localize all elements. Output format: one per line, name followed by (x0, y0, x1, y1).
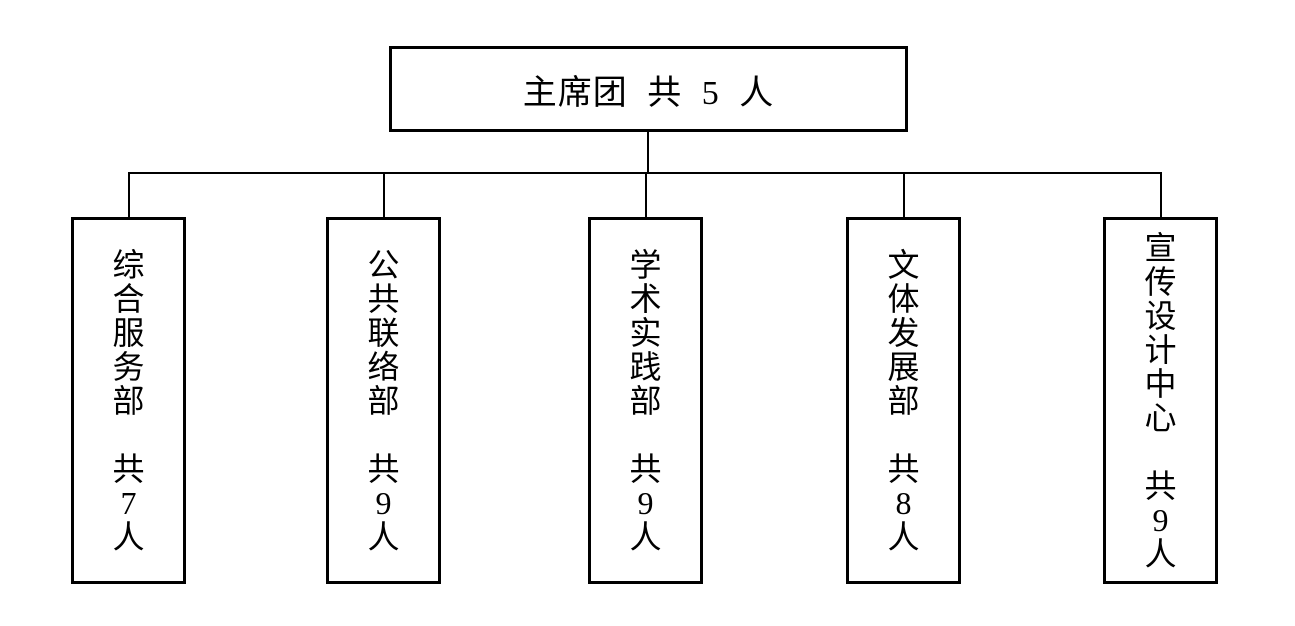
vertical-char: 中 (1144, 365, 1177, 402)
connector-drop-4 (903, 172, 905, 218)
vertical-char: 部 (112, 382, 145, 419)
org-node-presidium: 主席团 共 5 人 (389, 46, 908, 132)
vertical-char: 9 (637, 484, 654, 521)
connector-drop-5 (1160, 172, 1162, 218)
vertical-char: 服 (112, 314, 145, 351)
vertical-char: 实 (629, 314, 662, 351)
vertical-char: 共 (112, 450, 145, 487)
connector-stem (647, 130, 649, 174)
vertical-char: 人 (629, 518, 662, 555)
vertical-char: 学 (629, 246, 662, 283)
vertical-char: 展 (887, 348, 920, 385)
vertical-char: 部 (887, 382, 920, 419)
vertical-char: 文 (887, 246, 920, 283)
connector-drop-1 (128, 172, 130, 218)
vertical-char: 务 (112, 348, 145, 385)
vertical-char: 9 (1152, 501, 1169, 538)
connector-drop-3 (645, 172, 647, 218)
vertical-char: 共 (367, 450, 400, 487)
vertical-char: 联 (367, 314, 400, 351)
vertical-char: 部 (367, 382, 400, 419)
vertical-char: 公 (367, 246, 400, 283)
vertical-char: 心 (1144, 399, 1177, 436)
vertical-char: 综 (112, 246, 145, 283)
connector-drop-2 (383, 172, 385, 218)
vertical-char: 传 (1144, 263, 1177, 300)
vertical-char: 人 (112, 518, 145, 555)
vertical-char: 发 (887, 314, 920, 351)
vertical-char: 计 (1144, 331, 1177, 368)
vertical-char: 共 (1144, 467, 1177, 504)
vertical-char: 人 (1144, 535, 1177, 572)
vertical-char: 共 (629, 450, 662, 487)
vertical-char: 体 (887, 280, 920, 317)
vertical-char: 9 (375, 484, 392, 521)
vertical-char: 共 (367, 280, 400, 317)
vertical-char: 术 (629, 280, 662, 317)
vertical-char: 部 (629, 382, 662, 419)
vertical-char: 合 (112, 280, 145, 317)
vertical-char: 7 (120, 484, 137, 521)
vertical-char: 络 (367, 348, 400, 385)
vertical-char: 宣 (1144, 229, 1177, 266)
vertical-char: 设 (1144, 297, 1177, 334)
vertical-char: 人 (367, 518, 400, 555)
vertical-char: 人 (887, 518, 920, 555)
vertical-char: 共 (887, 450, 920, 487)
vertical-char: 践 (629, 348, 662, 385)
vertical-char: 8 (895, 484, 912, 521)
